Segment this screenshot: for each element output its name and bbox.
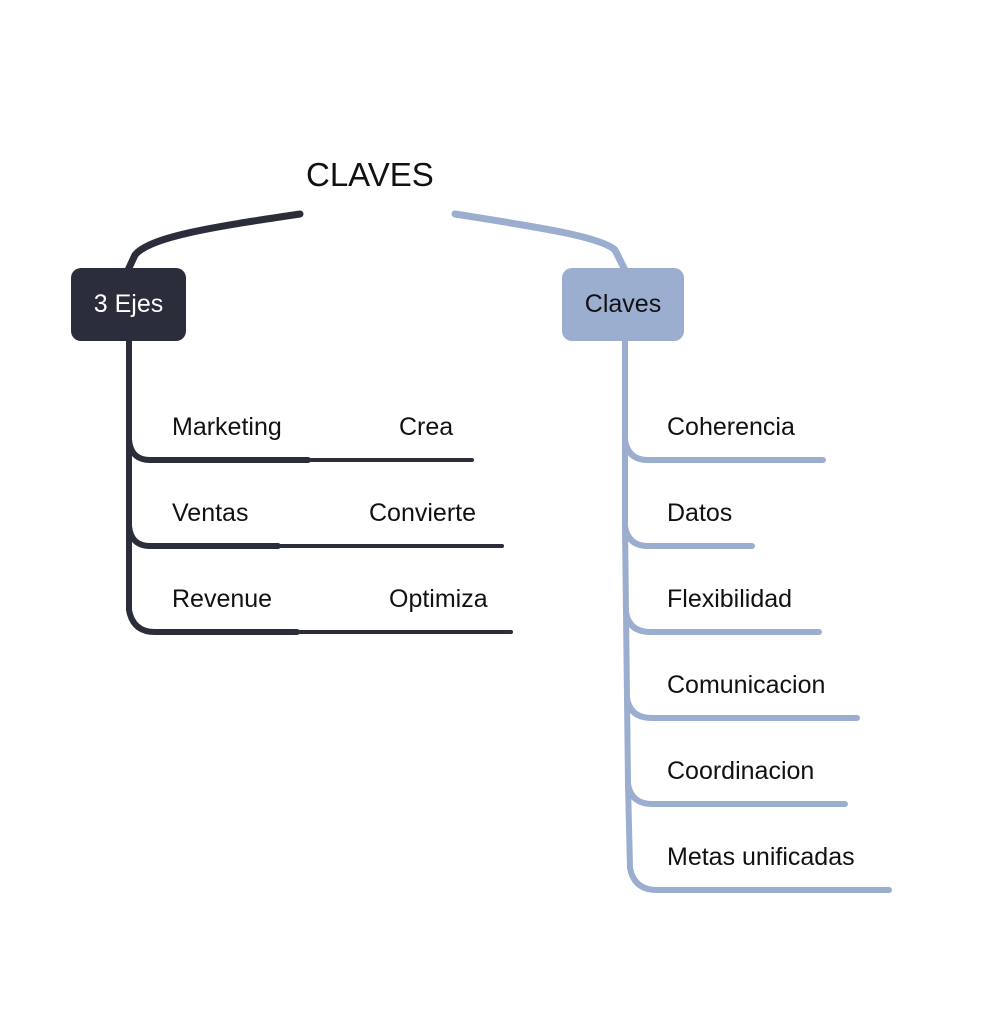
coherencia-connector [622,337,826,463]
subtopic-comunicacion[interactable]: Comunicacion [667,671,826,699]
subtopic-datos[interactable]: Datos [667,499,733,527]
subtopic-convierte[interactable]: Convierte [369,499,476,527]
subtopic-marketing[interactable]: Marketing [172,413,282,441]
topic-claves[interactable]: Claves [562,268,684,341]
3-ejes-subtree-lines [126,337,513,635]
subtopic-ventas[interactable]: Ventas [172,499,249,527]
root-to-claves-connector [451,210,629,274]
subtopic-optimiza[interactable]: Optimiza [389,585,488,613]
revenue-connector [126,523,300,635]
root-topic[interactable]: CLAVES [306,156,434,193]
subtopic-coherencia[interactable]: Coherencia [667,413,795,441]
flexibilidad-connector [622,523,822,635]
root-to-3-ejes-connector [124,210,304,274]
topic-claves-label: Claves [584,290,662,318]
claves-subtree-lines [622,337,892,893]
coordinacion-connector [624,695,848,807]
subtopic-metas-unificadas[interactable]: Metas unificadas [667,843,855,871]
comunicacion-connector [623,609,860,721]
subtopic-coordinacion[interactable]: Coordinacion [667,757,815,785]
topic-3-ejes-label: 3 Ejes [93,290,164,318]
ventas-connector [126,437,281,549]
marketing-connector [126,337,311,463]
metas-unificadas-connector [625,781,892,893]
topic-3-ejes[interactable]: 3 Ejes [71,268,186,341]
subtopic-revenue[interactable]: Revenue [172,585,273,613]
subtopic-flexibilidad[interactable]: Flexibilidad [667,585,793,613]
datos-connector [622,437,755,549]
subtopic-crea[interactable]: Crea [399,413,454,441]
